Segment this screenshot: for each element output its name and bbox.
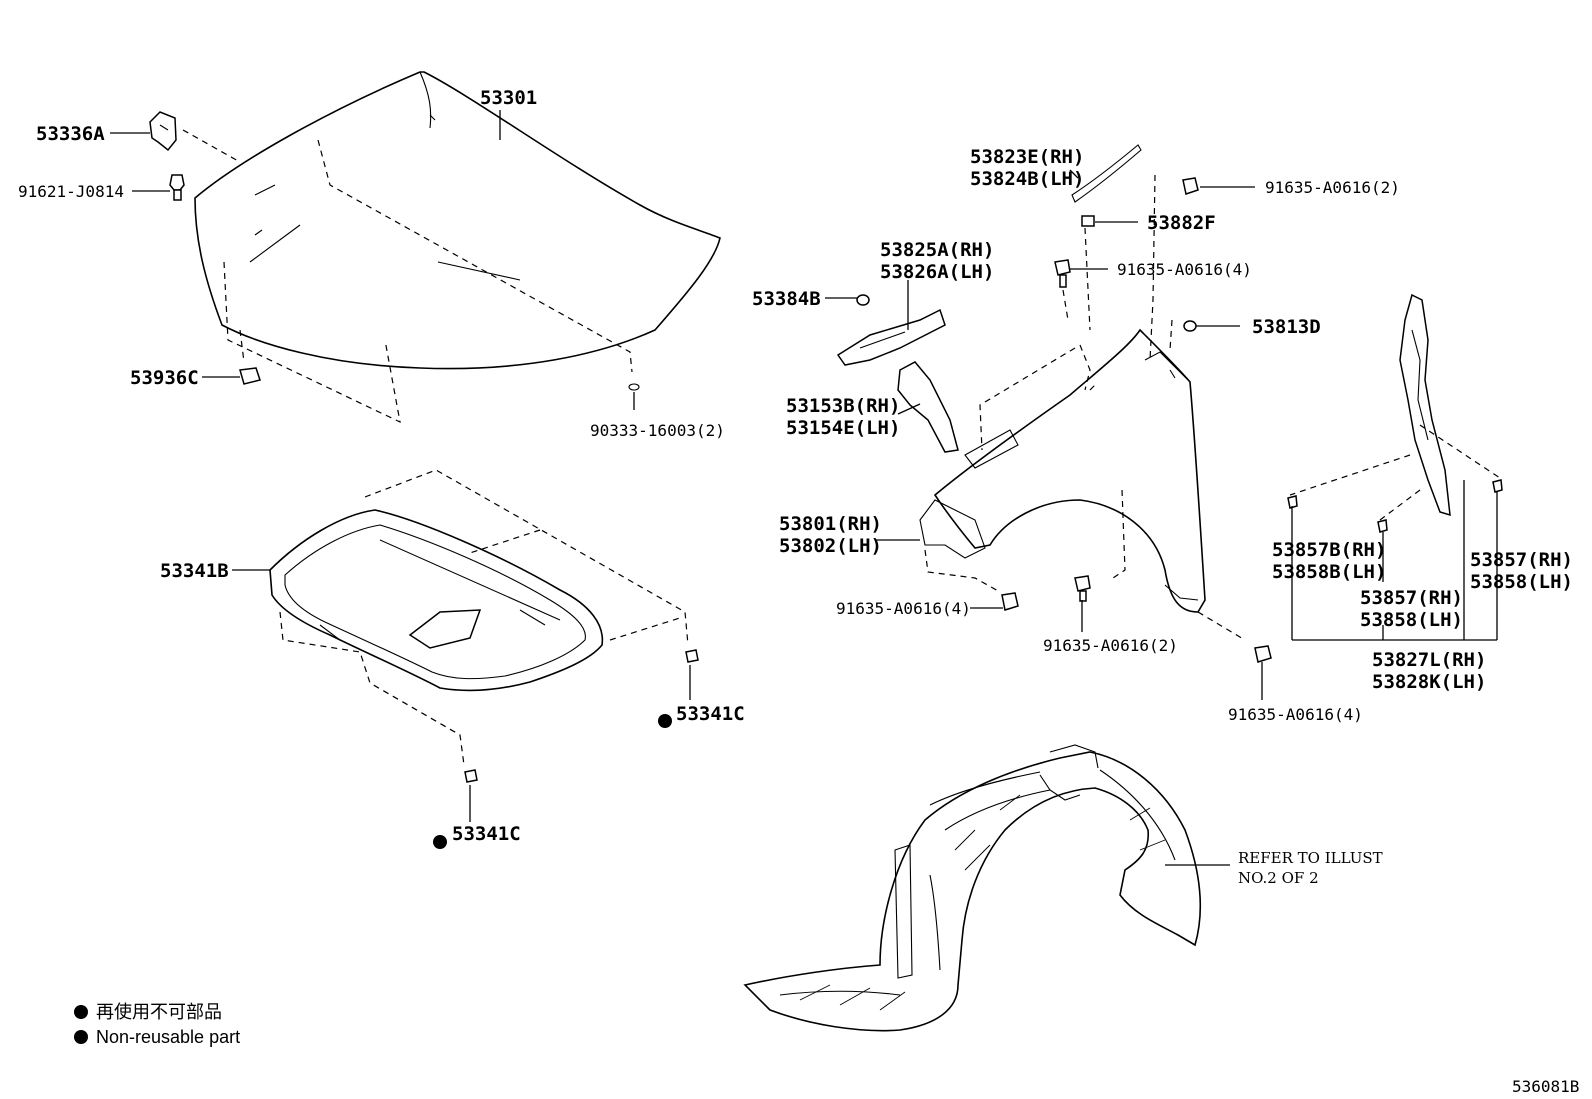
hood-cushion (239, 367, 261, 385)
label-53824B: 53824B(LH) (970, 168, 1084, 190)
bolt-left (1001, 592, 1019, 611)
label-53341C-bottom: 53341C (452, 823, 521, 845)
label-53857-mid: 53857(RH) (1360, 587, 1463, 609)
label-53384B: 53384B (752, 288, 821, 310)
label-53857-right: 53857(RH) (1470, 549, 1573, 571)
refer-note-line2: NO.2 OF 2 (1238, 869, 1319, 887)
hood-panel (194, 71, 721, 370)
non-reusable-dot-icon (433, 835, 447, 849)
wheel-liner (743, 744, 1201, 1032)
fender-dash-lines (924, 174, 1246, 641)
bolt-right (1254, 645, 1272, 663)
label-53154E: 53154E(LH) (786, 417, 900, 439)
label-53936C: 53936C (130, 367, 199, 389)
fender-liner-bracket (1399, 293, 1451, 517)
insulator-clip-bottom (464, 769, 478, 783)
label-90333-16003: 90333-16003(2) (590, 421, 725, 440)
legend: 再使用不可部品 Non-reusable part (74, 1002, 240, 1047)
insulator-clip-right (685, 649, 699, 663)
label-91635-mid: 91635-A0616(4) (1117, 260, 1252, 279)
refer-note-line1: REFER TO ILLUST (1238, 849, 1383, 867)
bracket-clip (856, 294, 870, 306)
fender-clip (1183, 320, 1197, 332)
front-fender (919, 328, 1206, 613)
bolt-bottom (1074, 575, 1091, 602)
diagram-id: 536081B (1512, 1077, 1579, 1096)
label-53828K: 53828K(LH) (1372, 671, 1486, 693)
label-53153B: 53153B(RH) (786, 395, 900, 417)
non-reusable-dot-icon (658, 714, 672, 728)
fender-nut (1081, 215, 1095, 227)
label-53813D: 53813D (1252, 316, 1321, 338)
hood-grommet (628, 383, 640, 391)
fender-protector (897, 361, 959, 453)
fender-bracket (836, 308, 946, 366)
label-53882F: 53882F (1147, 212, 1216, 234)
part-number-labels: 53301 53336A 91621-J0814 53936C 90333-16… (18, 87, 1579, 1096)
label-53801: 53801(RH) (779, 513, 882, 535)
label-53823E: 53823E(RH) (970, 146, 1084, 168)
label-53341C-right: 53341C (676, 703, 745, 725)
label-53826A: 53826A(LH) (880, 261, 994, 283)
label-53858-right: 53858(LH) (1470, 571, 1573, 593)
legend-dot-icon (74, 1030, 88, 1044)
liner-clips (1287, 479, 1503, 533)
leader-lines (110, 110, 1498, 866)
fender-seal (1071, 144, 1142, 203)
legend-line-2: Non-reusable part (96, 1027, 240, 1047)
label-91635-top: 91635-A0616(2) (1265, 178, 1400, 197)
insulator-dash-lines (279, 469, 689, 766)
label-91621-J0814: 91621-J0814 (18, 182, 124, 201)
label-53857B: 53857B(RH) (1272, 539, 1386, 561)
liner-dash-lines (1289, 424, 1501, 521)
bolt-mid (1054, 259, 1071, 288)
label-91635-right: 91635-A0616(4) (1228, 705, 1363, 724)
hood-dash-lines (182, 129, 633, 424)
hood-hinge (149, 111, 177, 152)
label-53858B: 53858B(LH) (1272, 561, 1386, 583)
bolt-top (1182, 177, 1199, 195)
legend-line-1: 再使用不可部品 (96, 1002, 222, 1022)
label-91635-left: 91635-A0616(4) (836, 599, 971, 618)
label-53858-mid: 53858(LH) (1360, 609, 1463, 631)
label-91635-bottom: 91635-A0616(2) (1043, 636, 1178, 655)
non-reusable-markers (433, 714, 672, 849)
label-53825A: 53825A(RH) (880, 239, 994, 261)
label-53336A: 53336A (36, 123, 105, 145)
label-53301: 53301 (480, 87, 537, 109)
hood-bolt (169, 174, 185, 201)
hood-insulator (269, 509, 604, 692)
label-53341B: 53341B (160, 560, 229, 582)
label-53802: 53802(LH) (779, 535, 882, 557)
label-53827L: 53827L(RH) (1372, 649, 1486, 671)
legend-dot-icon (74, 1005, 88, 1019)
